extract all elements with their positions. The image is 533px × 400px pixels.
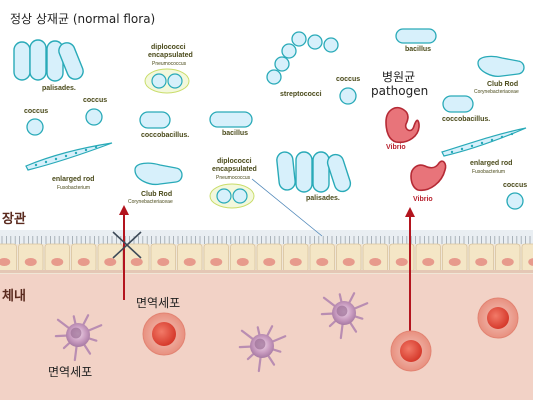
diplococci-label-center: diplococci <box>217 158 252 165</box>
cell-nucleus <box>0 258 11 266</box>
immune-cell-1 <box>142 312 186 356</box>
diplococci-encapsulated-top <box>144 68 190 94</box>
microvilli-band <box>0 230 533 244</box>
page-title: 정상 상재균 (normal flora) <box>10 12 156 26</box>
cell-nucleus <box>183 258 196 266</box>
enlarged-rod-fusobacterium <box>25 127 527 171</box>
immune-cell-3 <box>477 297 519 339</box>
streptococci-chain <box>266 31 339 85</box>
pneumococcus-label-center: Pneumococcus <box>216 175 251 181</box>
cell-nucleus <box>369 258 382 266</box>
pointer-line <box>251 178 323 237</box>
fusobacterium-label-2: Fusobacterium <box>472 169 506 175</box>
pneumococcus-label-top: Pneumococcus <box>152 61 187 67</box>
cell-nucleus <box>289 258 302 266</box>
coccus-bacteria <box>26 87 524 210</box>
cell-nucleus <box>210 258 223 266</box>
enlarged-rod-label-1: enlarged rod <box>52 176 95 183</box>
coccus-label-4: coccus <box>503 182 528 189</box>
dendritic-immune-cell <box>54 314 103 362</box>
palisades-label-center: palisades. <box>306 195 340 202</box>
microvilli <box>1 236 531 244</box>
epithelial-cell <box>0 243 17 273</box>
pathogen-label-en: pathogen <box>371 84 429 98</box>
cell-nucleus <box>448 258 461 266</box>
encapsulated-label-top: encapsulated <box>148 52 193 59</box>
cell-nucleus <box>475 258 488 266</box>
cell-nucleus <box>422 258 435 266</box>
coccus-label-3: coccus <box>336 76 361 83</box>
cell-nucleus <box>77 258 90 266</box>
cell-nucleus <box>130 258 143 266</box>
palisades-bacteria-left <box>13 39 84 82</box>
epithelial-cells <box>0 243 533 273</box>
immune-cell-2 <box>390 330 432 372</box>
cell-nucleus <box>395 258 408 266</box>
enlarged-rod-label-2: enlarged rod <box>470 160 513 167</box>
coccus-label-2: coccus <box>83 97 108 104</box>
streptococci-label: streptococci <box>280 91 322 98</box>
pathogen-label-ko: 병원균 <box>382 70 416 84</box>
coccobacillus-label-1: coccobacillus. <box>141 132 190 139</box>
immune-cell-label-2: 면역세포 <box>48 365 93 379</box>
bacillus-bacteria <box>209 28 437 128</box>
cell-nucleus <box>501 258 514 266</box>
dendritic-immune-cell <box>238 325 287 373</box>
corynebacteriaceae-label-1: Corynebacteriaceae <box>128 199 173 205</box>
epithelium-side-label: 장관 <box>2 212 26 227</box>
cell-nucleus <box>316 258 329 266</box>
bacillus-label-2: bacillus <box>405 46 432 53</box>
palisades-bacteria-center <box>276 151 352 193</box>
epithelial-cell <box>521 243 533 273</box>
cell-nucleus <box>51 258 64 266</box>
dendritic-cells <box>54 292 369 373</box>
cell-nucleus <box>157 258 170 266</box>
cell-nucleus <box>24 258 37 266</box>
cell-nucleus <box>342 258 355 266</box>
body-side-label: 체내 <box>2 289 26 304</box>
club-rod-label-2: Club Rod <box>487 81 519 88</box>
palisades-label-left: palisades. <box>42 85 76 92</box>
vibrio-pathogen-1 <box>385 106 420 144</box>
dendritic-immune-cell <box>320 292 369 340</box>
bacillus-label-1: bacillus <box>222 130 249 137</box>
coccus-label-1: coccus <box>24 108 49 115</box>
cell-nucleus <box>104 258 117 266</box>
diplococci-encapsulated-center <box>209 183 255 209</box>
immune-cell-label-1: 면역세포 <box>136 296 181 310</box>
diplococci-label-top: diplococci <box>151 44 186 51</box>
cell-nucleus <box>263 258 276 266</box>
vibrio-label-1: Vibrio <box>386 144 406 151</box>
encapsulated-label-center: encapsulated <box>212 166 257 173</box>
fusobacterium-dots <box>34 132 514 167</box>
cell-nucleus <box>236 258 249 266</box>
fusobacterium-label-1: Fusobacterium <box>57 185 91 191</box>
vibrio-pathogen-2 <box>410 160 447 192</box>
corynebacteriaceae-label-2: Corynebacteriaceae <box>474 89 519 95</box>
cell-nucleus <box>528 258 533 266</box>
club-rod-label-1: Club Rod <box>141 191 173 198</box>
club-rod-bacteria <box>134 55 525 186</box>
block-x-mark <box>112 231 142 259</box>
vibrio-label-2: Vibrio <box>413 196 433 203</box>
coccobacillus-label-2: coccobacillus. <box>442 116 491 123</box>
coccobacillus-bacteria <box>139 95 474 129</box>
